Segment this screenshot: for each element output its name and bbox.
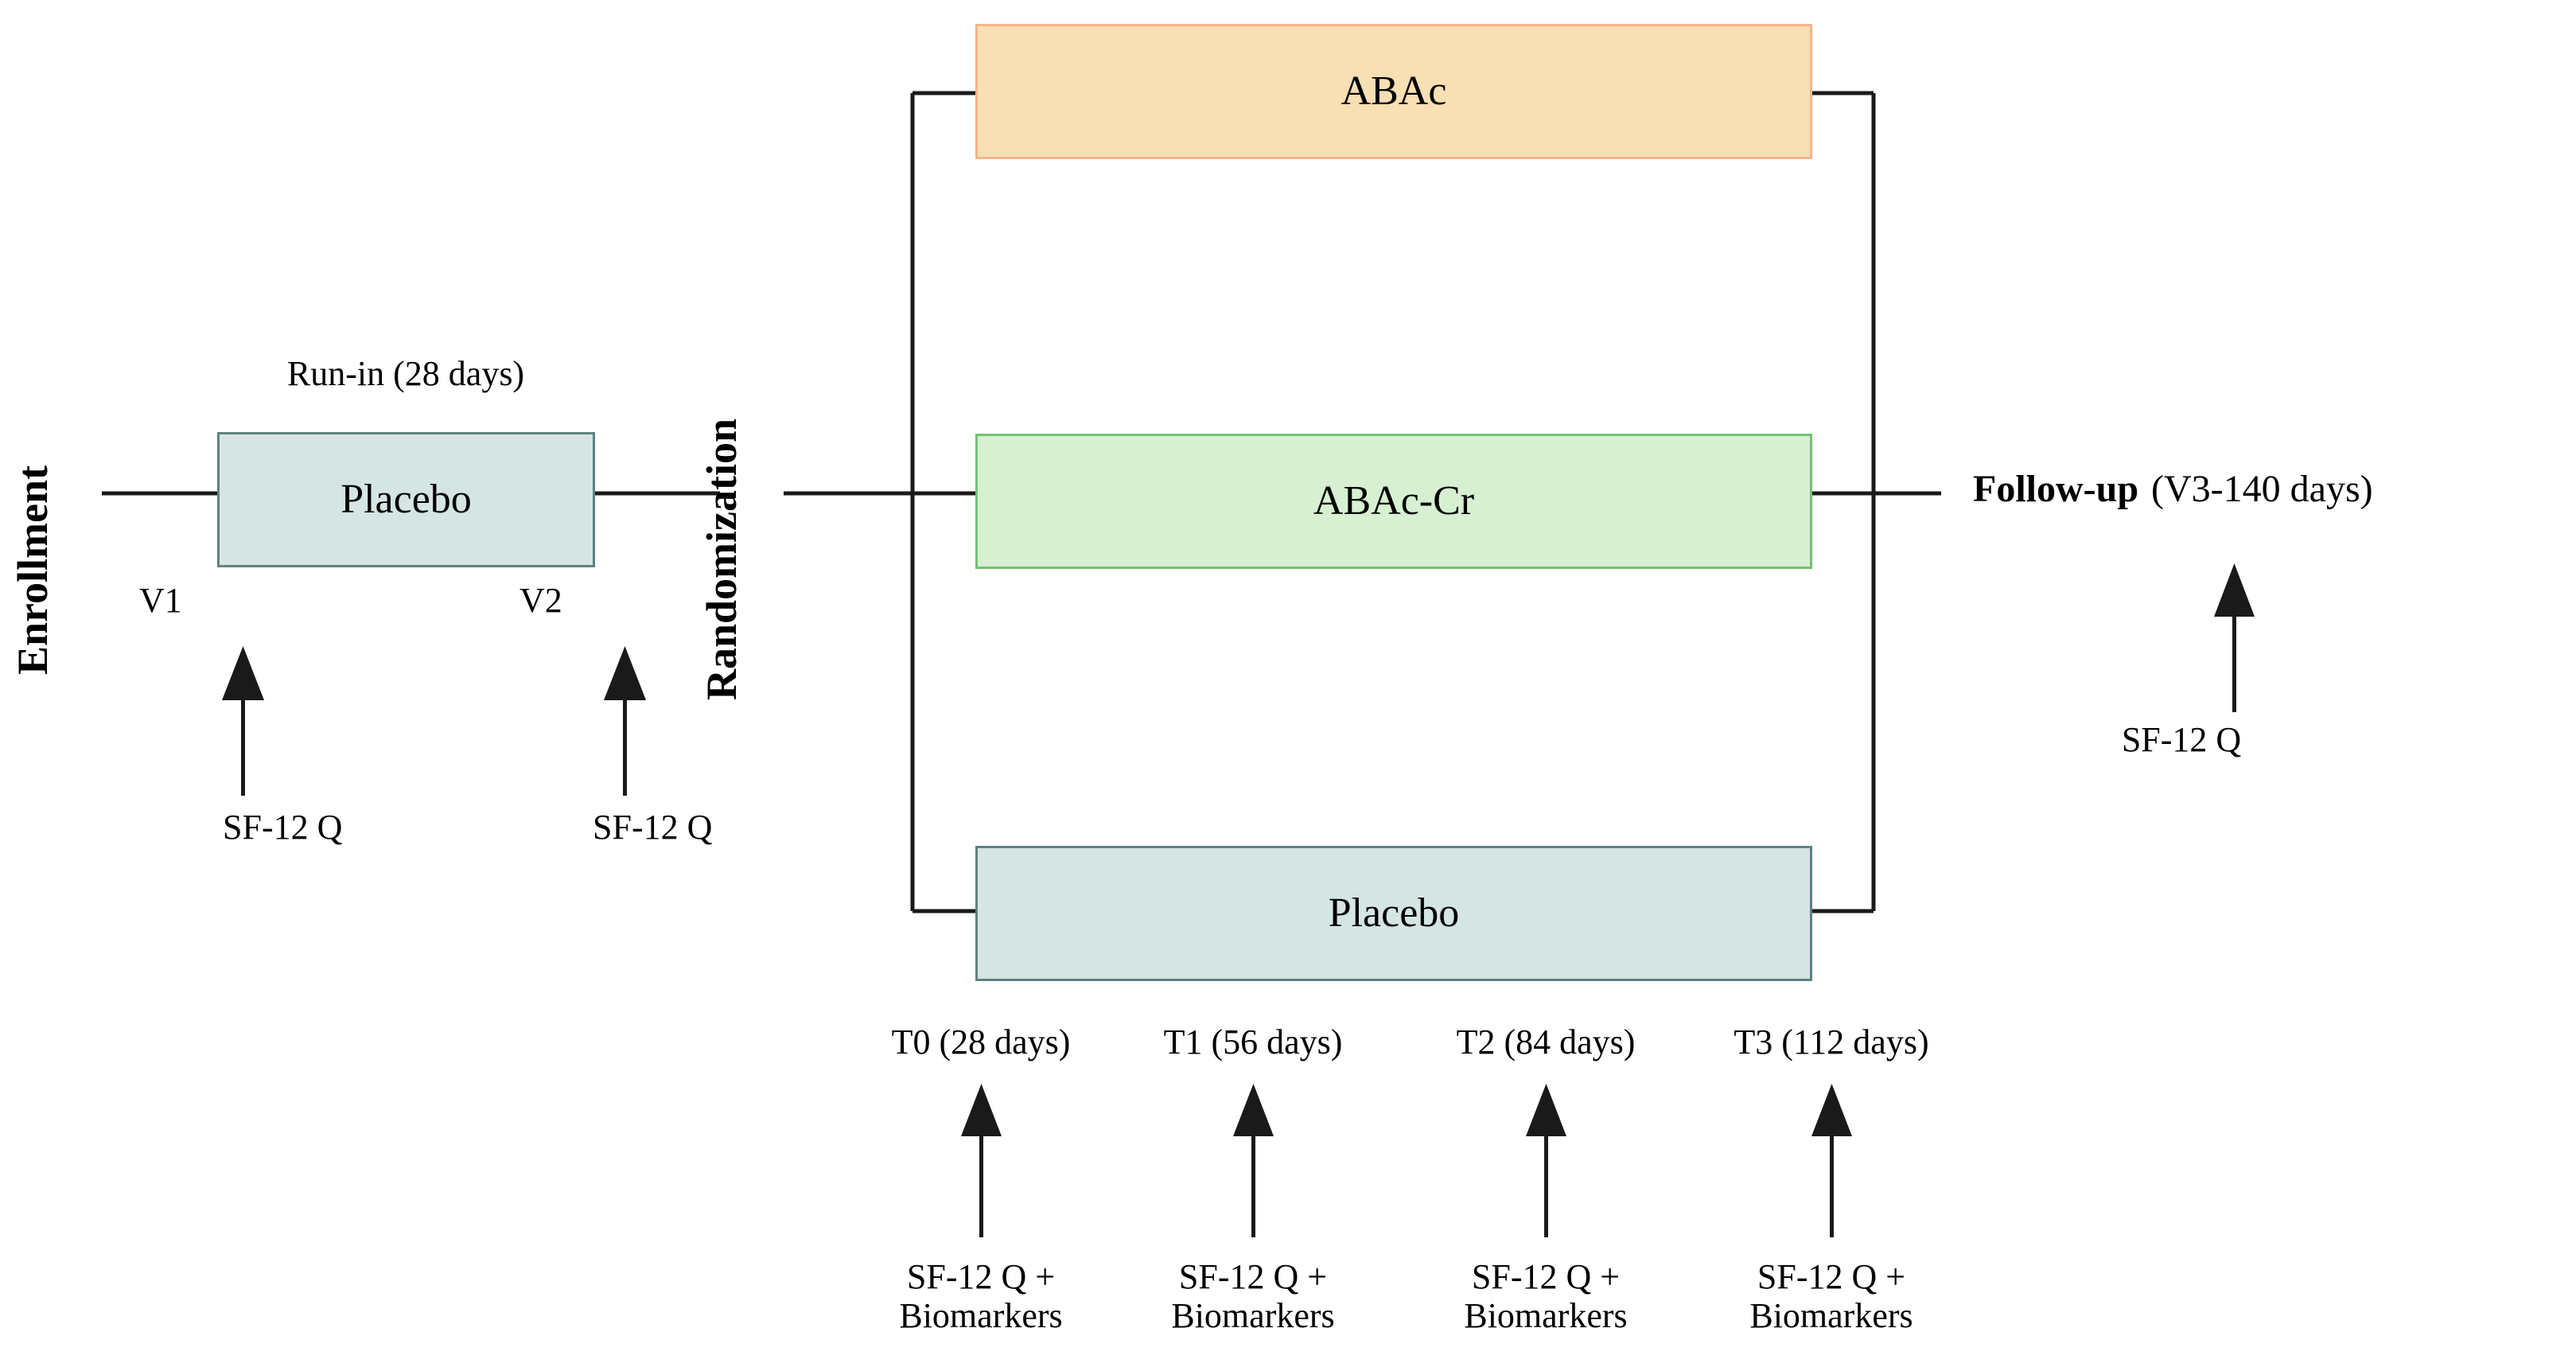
timepoint-label-t0: T0 (28 days) xyxy=(891,1022,1071,1061)
arm-box-abac[interactable]: ABAc xyxy=(975,24,1812,159)
visit-label-v2: V2 xyxy=(519,581,562,620)
assessment-note-t2-line2: Biomarkers xyxy=(1464,1296,1628,1336)
arrow-t1 xyxy=(1233,1084,1274,1237)
arm-box-abac-cr[interactable]: ABAc-Cr xyxy=(975,434,1812,569)
arrow-v2 xyxy=(604,646,646,796)
assessment-label-v1: SF-12 Q xyxy=(223,808,343,847)
visit-label-v1: V1 xyxy=(139,581,182,620)
assessment-note-t2: SF-12 Q + Biomarkers xyxy=(1414,1257,1677,1336)
runin-placebo-box-label: Placebo xyxy=(340,477,472,522)
arrow-t2 xyxy=(1526,1084,1566,1237)
assessment-note-t1-line2: Biomarkers xyxy=(1171,1296,1335,1336)
assessment-note-t3: SF-12 Q + Biomarkers xyxy=(1700,1257,1963,1336)
timepoint-label-t3: T3 (112 days) xyxy=(1734,1022,1929,1061)
assessment-note-t0-line1: SF-12 Q + xyxy=(906,1257,1056,1296)
assessment-label-v2: SF-12 Q xyxy=(593,808,713,847)
assessment-note-t0: SF-12 Q + Biomarkers xyxy=(850,1257,1112,1336)
arrow-t3 xyxy=(1811,1084,1852,1237)
runin-period-label: Run-in (28 days) xyxy=(286,354,525,393)
assessment-note-t1: SF-12 Q + Biomarkers xyxy=(1122,1257,1384,1336)
assessment-note-t0-line2: Biomarkers xyxy=(899,1296,1063,1336)
assessment-note-t1-line1: SF-12 Q + xyxy=(1178,1257,1328,1296)
arm-box-placebo[interactable]: Placebo xyxy=(975,846,1812,981)
phase-label-enrollment: Enrollment xyxy=(9,465,56,675)
assessment-note-t2-line1: SF-12 Q + xyxy=(1471,1257,1621,1296)
followup-title: Follow-up xyxy=(1973,468,2139,510)
arrow-v1 xyxy=(222,646,264,796)
arm-box-abac-label: ABAc xyxy=(1341,68,1447,114)
followup-detail: (V3-140 days) xyxy=(2151,468,2373,510)
assessment-note-t3-line1: SF-12 Q + xyxy=(1757,1257,1906,1296)
arm-box-placebo-label: Placebo xyxy=(1328,890,1460,936)
phase-label-randomization: Randomization xyxy=(698,418,745,700)
arm-box-abac-cr-label: ABAc-Cr xyxy=(1313,478,1475,524)
runin-placebo-box[interactable]: Placebo xyxy=(217,432,595,567)
arrow-t0 xyxy=(961,1084,1002,1237)
assessment-label-followup: SF-12 Q xyxy=(2121,720,2242,759)
timepoint-label-t1: T1 (56 days) xyxy=(1163,1022,1343,1061)
timepoint-label-t2: T2 (84 days) xyxy=(1456,1022,1636,1061)
assessment-note-t3-line2: Biomarkers xyxy=(1749,1296,1913,1336)
arrow-followup xyxy=(2214,563,2255,712)
followup-label: Follow-up (V3-140 days) xyxy=(1973,468,2373,511)
